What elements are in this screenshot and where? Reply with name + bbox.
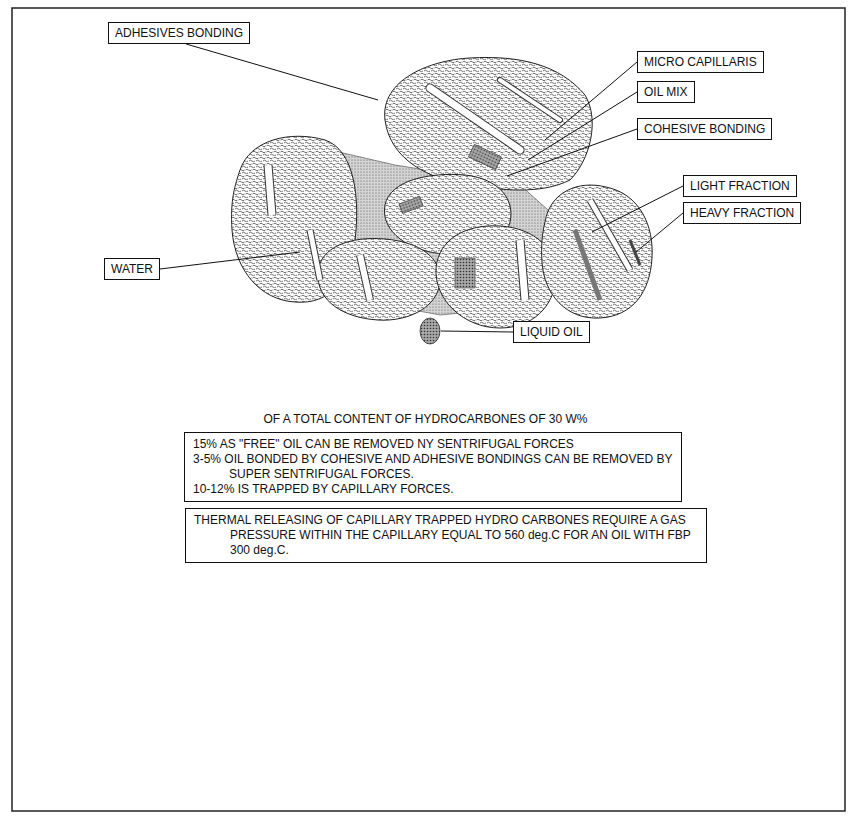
capillary — [360, 255, 370, 300]
label-box: WATER — [104, 258, 160, 280]
oil-patches — [399, 144, 640, 300]
leader-line — [507, 129, 637, 176]
note-box: THERMAL RELEASING OF CAPILLARY TRAPPED H… — [185, 508, 707, 563]
capillary — [360, 255, 370, 300]
capillary — [310, 230, 320, 280]
leader-line — [160, 252, 300, 269]
label-box: COHESIVE BONDING — [637, 118, 772, 140]
grain — [318, 239, 440, 321]
capillary — [520, 240, 525, 300]
leader-line — [441, 331, 513, 332]
capillary — [268, 165, 272, 215]
leader-line — [186, 44, 378, 100]
label-box: MICRO CAPILLARIS — [637, 51, 764, 73]
oil-patch — [399, 197, 423, 214]
oil-droplet — [420, 318, 440, 344]
part-label: OIL MIX — [644, 85, 688, 99]
grain — [436, 226, 556, 328]
light-fraction-channel — [575, 230, 600, 300]
part-label: LIGHT FRACTION — [690, 179, 790, 193]
capillary — [500, 80, 560, 120]
note-box: 15% AS "FREE" OIL CAN BE REMOVED NY SENT… — [184, 432, 682, 502]
label-box: LIQUID OIL — [513, 321, 590, 343]
capillary — [310, 230, 320, 280]
capillary — [590, 200, 630, 270]
capillary — [500, 80, 560, 120]
capillary — [520, 240, 525, 300]
leader-line — [592, 186, 683, 232]
label-box: OIL MIX — [637, 81, 695, 103]
grain — [385, 57, 593, 190]
oil-patch — [455, 258, 475, 288]
page-frame — [12, 8, 845, 811]
part-label: HEAVY FRACTION — [690, 206, 794, 220]
capillary — [268, 165, 272, 215]
leader-line — [528, 92, 637, 160]
capillary — [430, 88, 520, 150]
label-box: HEAVY FRACTION — [683, 202, 801, 224]
part-label: WATER — [111, 262, 153, 276]
label-box: ADHESIVES BONDING — [108, 22, 250, 44]
part-label: MICRO CAPILLARIS — [644, 55, 757, 69]
summary-line: OF A TOTAL CONTENT OF HYDROCARBONES OF 3… — [0, 412, 851, 426]
leader-line — [636, 213, 683, 252]
capillary — [590, 200, 630, 270]
note-text: 15% AS "FREE" OIL CAN BE REMOVED NY SENT… — [193, 437, 673, 452]
oil-mix-patch — [468, 144, 501, 169]
label-box: LIGHT FRACTION — [683, 175, 797, 197]
grain — [542, 185, 653, 318]
part-label: ADHESIVES BONDING — [115, 26, 243, 40]
part-label: COHESIVE BONDING — [644, 122, 765, 136]
capillaries — [268, 80, 630, 300]
capillary — [430, 88, 520, 150]
note-text: THERMAL RELEASING OF CAPILLARY TRAPPED H… — [194, 513, 698, 558]
note-text: 3-5% OIL BONDED BY COHESIVE AND ADHESIVE… — [193, 452, 673, 482]
note-text: 10-12% IS TRAPPED BY CAPILLARY FORCES. — [193, 482, 673, 497]
part-label: LIQUID OIL — [520, 325, 583, 339]
heavy-fraction-channel — [630, 240, 640, 265]
